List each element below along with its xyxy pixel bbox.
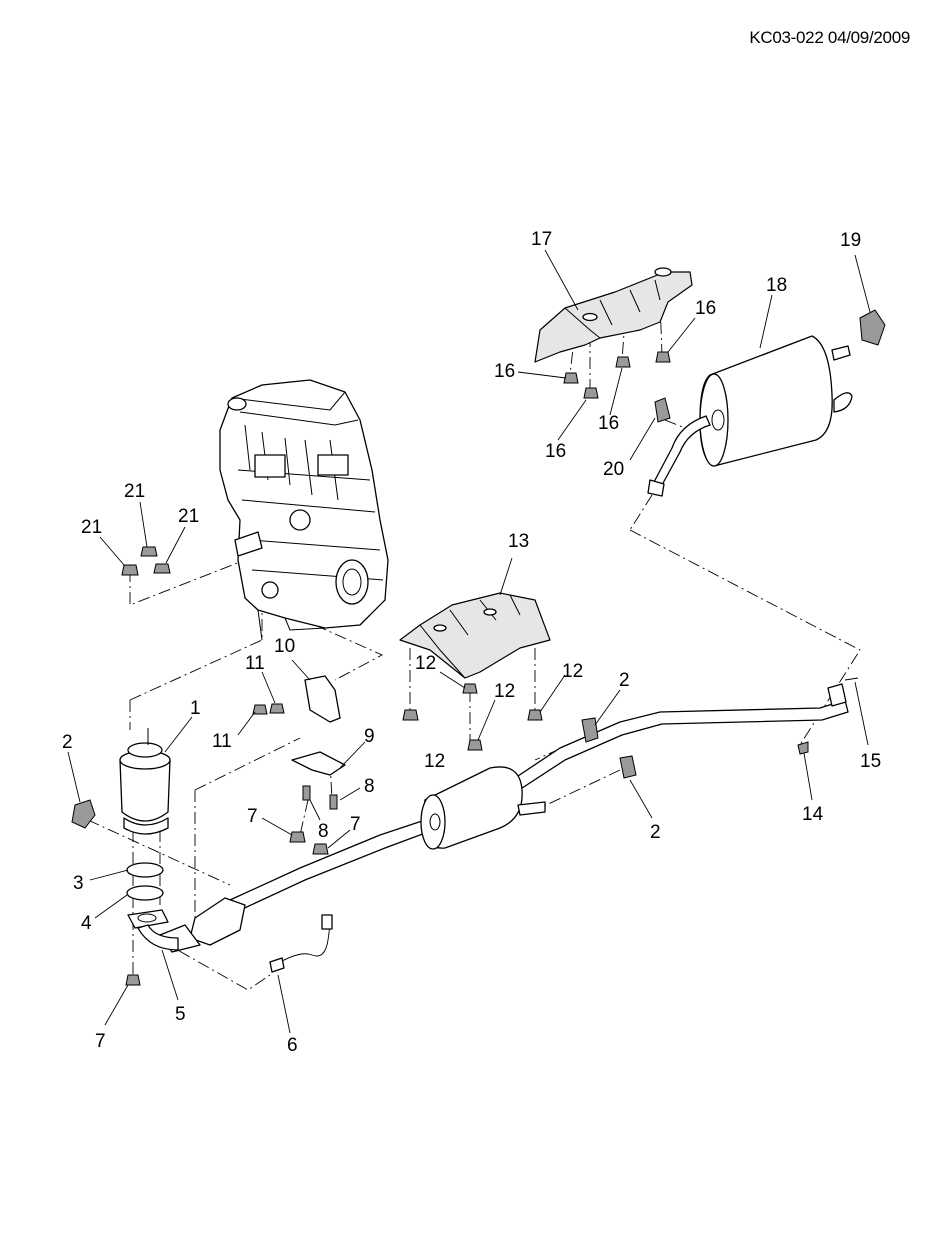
callout-4: 4 xyxy=(81,913,92,934)
callout-16-bottom: 16 xyxy=(545,441,566,462)
catalytic-converter xyxy=(119,728,171,835)
callout-6: 6 xyxy=(287,1035,298,1056)
callout-5: 5 xyxy=(175,1004,186,1025)
callout-20: 20 xyxy=(603,459,624,480)
hangers xyxy=(71,309,886,829)
callout-7-flange: 7 xyxy=(95,1031,106,1052)
callout-2-mid-upper: 2 xyxy=(619,670,630,691)
callout-7-right: 7 xyxy=(350,814,361,835)
callout-11-upper: 11 xyxy=(245,653,265,674)
exhaust-pipe-assembly xyxy=(159,683,849,953)
callout-12-right: 12 xyxy=(562,661,583,682)
callout-10: 10 xyxy=(274,636,295,657)
gaskets-and-flange-pipe xyxy=(126,862,179,951)
oxygen-sensor xyxy=(269,914,333,973)
callout-11-lower: 11 xyxy=(212,731,232,752)
callout-3: 3 xyxy=(73,873,84,894)
callout-16-right: 16 xyxy=(695,298,716,319)
leader-lines xyxy=(67,249,871,1034)
callout-21-left: 21 xyxy=(81,517,102,538)
callout-19: 19 xyxy=(840,230,861,251)
callout-12-mid: 12 xyxy=(494,681,515,702)
callout-12-bottom: 12 xyxy=(424,751,445,772)
callout-1: 1 xyxy=(190,698,201,719)
callout-18: 18 xyxy=(766,275,787,296)
callout-7-bracket: 7 xyxy=(247,806,258,827)
callout-14: 14 xyxy=(802,804,824,825)
callout-12-left: 12 xyxy=(415,653,436,674)
callout-9: 9 xyxy=(364,726,375,747)
callouts: 1 2 2 2 3 4 5 6 7 7 7 8 8 9 10 11 11 12 … xyxy=(62,229,881,1056)
rear-muffler xyxy=(647,335,853,497)
diagram-code: KC03-022 04/09/2009 xyxy=(749,28,910,47)
callout-8-right: 8 xyxy=(364,776,375,797)
rear-heat-shield xyxy=(534,267,693,363)
callout-2-front: 2 xyxy=(62,732,73,753)
callout-15: 15 xyxy=(860,751,881,772)
brackets xyxy=(291,675,346,776)
callout-16-left: 16 xyxy=(494,361,515,382)
callout-16-center: 16 xyxy=(598,413,619,434)
callout-17: 17 xyxy=(531,229,552,250)
callout-13: 13 xyxy=(508,531,529,552)
front-heat-shield xyxy=(399,592,551,679)
assembly-lines xyxy=(87,299,861,991)
callout-21-top: 21 xyxy=(124,481,145,502)
callout-8-left: 8 xyxy=(318,821,329,842)
engine-block xyxy=(219,379,389,641)
fasteners xyxy=(121,351,671,986)
callout-2-mid-lower: 2 xyxy=(650,822,661,843)
callout-21-right: 21 xyxy=(178,506,199,527)
